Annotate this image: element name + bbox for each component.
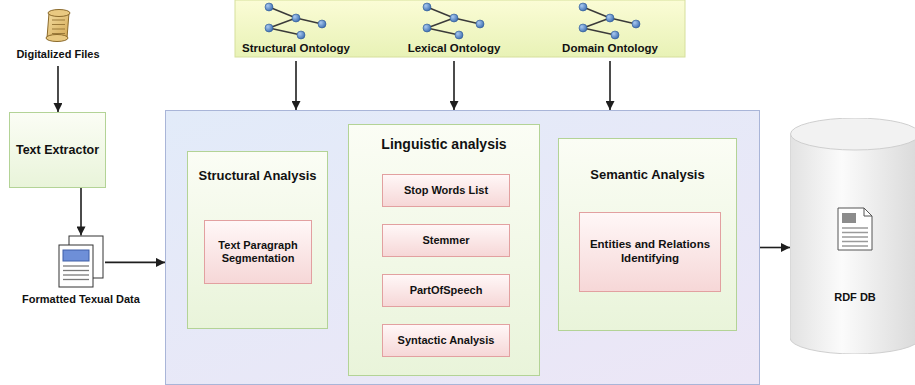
tree-dot bbox=[292, 14, 300, 22]
page-picture bbox=[63, 250, 89, 261]
task-label: Syntactic Analysis bbox=[398, 334, 495, 347]
scroll-roll bbox=[46, 34, 68, 41]
scroll-roll bbox=[48, 9, 70, 16]
tree-dot bbox=[265, 24, 273, 32]
analysis-heading: Semantic Analysis bbox=[590, 167, 704, 183]
task-box: Syntactic Analysis bbox=[382, 324, 510, 357]
process-box: Text Extractor bbox=[9, 112, 106, 188]
tree-icon bbox=[263, 2, 329, 40]
analysis-box: Structural AnalysisText Paragraph Segmen… bbox=[187, 151, 328, 329]
ontology-node: Domain Ontology bbox=[555, 0, 665, 61]
task-label: Stemmer bbox=[422, 234, 469, 247]
flow-arrow bbox=[57, 66, 59, 112]
database-label: RDF DB bbox=[834, 291, 876, 304]
analysis-box: Linguistic analysisStop Words ListStemme… bbox=[348, 124, 540, 376]
document-stack-icon bbox=[57, 235, 105, 289]
page-line bbox=[63, 279, 89, 280]
analysis-heading: Linguistic analysis bbox=[381, 136, 506, 153]
task-box: Entities and Relations Identifying bbox=[579, 212, 721, 292]
cylinder-shape bbox=[790, 118, 915, 354]
document-fold bbox=[864, 208, 872, 216]
tree-branch bbox=[583, 18, 610, 28]
tree-branch bbox=[427, 28, 459, 35]
ontology-label: Domain Ontology bbox=[562, 42, 658, 56]
file-node: Digitalized Files bbox=[9, 2, 106, 66]
flow-arrow bbox=[295, 61, 297, 110]
document-line bbox=[842, 236, 868, 238]
document-line bbox=[842, 245, 868, 247]
tree-dot bbox=[455, 31, 463, 39]
document-line bbox=[842, 227, 868, 229]
task-box: Stemmer bbox=[382, 224, 510, 257]
task-label: Stop Words List bbox=[404, 184, 488, 197]
analysis-panel: Structural AnalysisText Paragraph Segmen… bbox=[165, 110, 760, 385]
task-label: Text Paragraph Segmentation bbox=[210, 239, 306, 265]
scroll-line bbox=[52, 24, 65, 25]
ontology-label: Structural Ontology bbox=[242, 42, 350, 56]
tree-dot bbox=[265, 3, 273, 11]
tree-dot bbox=[450, 14, 458, 22]
front-page bbox=[59, 245, 93, 287]
scroll-line bbox=[52, 28, 65, 29]
ontology-band bbox=[235, 0, 685, 57]
tree-branch bbox=[269, 18, 296, 28]
tree-icon bbox=[577, 2, 643, 40]
tree-dot bbox=[606, 14, 614, 22]
tree-dot bbox=[423, 24, 431, 32]
task-label: Entities and Relations Identifying bbox=[585, 238, 715, 266]
document-page bbox=[838, 208, 872, 250]
tree-branch bbox=[269, 28, 301, 35]
tree-dot bbox=[318, 20, 326, 28]
tree-dot bbox=[423, 3, 431, 11]
flow-arrow bbox=[453, 61, 455, 110]
scroll-icon bbox=[41, 7, 75, 45]
tree-branch bbox=[269, 7, 296, 18]
tree-dot bbox=[611, 31, 619, 39]
ontology-node: Lexical Ontology bbox=[399, 0, 509, 61]
cylinder-top bbox=[791, 118, 915, 150]
document-picture bbox=[842, 213, 856, 223]
tree-branch bbox=[427, 7, 454, 18]
page-line bbox=[63, 270, 89, 271]
tree-dot bbox=[476, 20, 484, 28]
data-label: Formatted Texual Data bbox=[22, 293, 140, 306]
document-icon bbox=[838, 208, 872, 250]
task-box: PartOfSpeech bbox=[382, 274, 510, 307]
task-label: PartOfSpeech bbox=[410, 284, 483, 297]
flow-arrow bbox=[105, 262, 165, 264]
ontology-node: Structural Ontology bbox=[235, 0, 357, 61]
flow-arrow bbox=[760, 247, 790, 249]
document-line bbox=[842, 232, 868, 234]
tree-dot bbox=[632, 20, 640, 28]
cylinder-body bbox=[790, 134, 915, 354]
database-cylinder: RDF DB bbox=[790, 118, 915, 354]
task-box: Text Paragraph Segmentation bbox=[204, 220, 312, 284]
document-line bbox=[842, 241, 868, 243]
page-line bbox=[63, 266, 89, 267]
tree-branch bbox=[583, 7, 610, 18]
tree-dot bbox=[297, 31, 305, 39]
task-box: Stop Words List bbox=[382, 174, 510, 207]
flow-arrow bbox=[609, 61, 611, 110]
process-label: Text Extractor bbox=[16, 143, 99, 158]
scroll-line bbox=[52, 33, 65, 34]
tree-dot bbox=[579, 24, 587, 32]
file-label: Digitalized Files bbox=[16, 48, 99, 61]
tree-branch bbox=[427, 18, 454, 28]
analysis-heading: Structural Analysis bbox=[198, 168, 316, 184]
data-node: Formatted Texual Data bbox=[2, 231, 160, 310]
tree-icon bbox=[421, 2, 487, 40]
flow-arrow bbox=[80, 188, 82, 235]
analysis-box: Semantic AnalysisEntities and Relations … bbox=[558, 138, 737, 331]
scroll-line bbox=[52, 19, 65, 20]
tree-dot bbox=[579, 3, 587, 11]
ontology-label: Lexical Ontology bbox=[408, 42, 501, 56]
tree-branch bbox=[583, 28, 615, 35]
page-line bbox=[63, 275, 89, 276]
